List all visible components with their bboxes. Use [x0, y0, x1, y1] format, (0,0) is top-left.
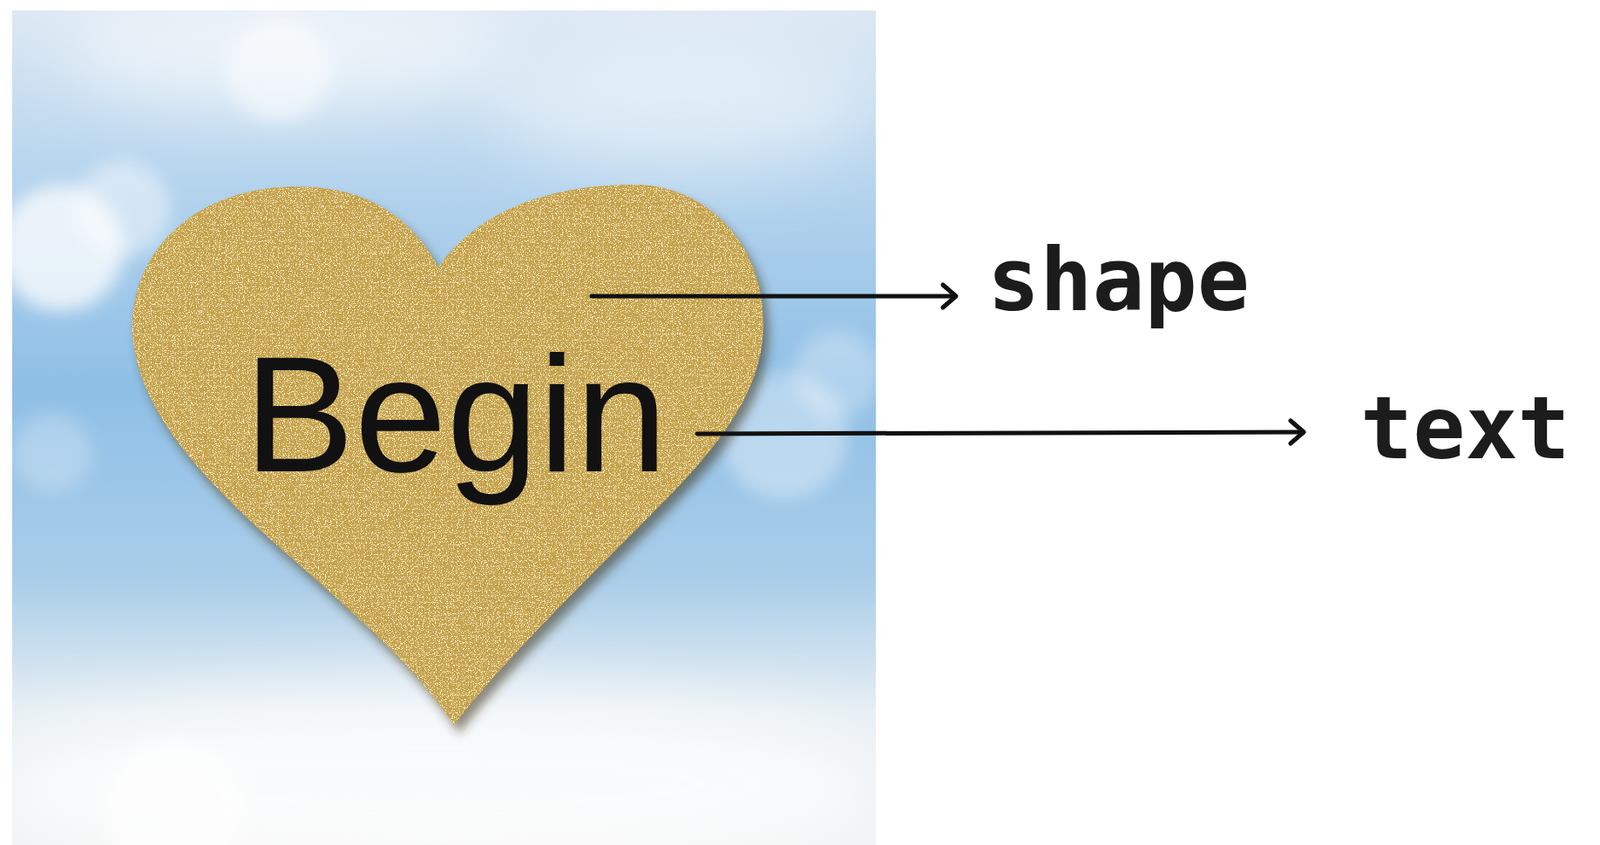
- callout-label: text: [1360, 385, 1571, 473]
- arrow-head: [942, 284, 956, 308]
- bokeh-light: [74, 161, 170, 258]
- callout-label: shape: [987, 237, 1250, 325]
- shape-text: Begin: [244, 331, 668, 497]
- bokeh-light: [793, 331, 876, 419]
- heart-shape: Begin: [130, 181, 766, 727]
- heart-fill: [132, 184, 764, 726]
- bokeh-light: [226, 17, 332, 123]
- cloud: [488, 34, 872, 175]
- leader-line: [697, 432, 1303, 434]
- arrow-head: [1290, 420, 1304, 444]
- leader-line: [591, 294, 956, 299]
- bokeh-light: [104, 740, 245, 845]
- bokeh-light: [13, 413, 92, 493]
